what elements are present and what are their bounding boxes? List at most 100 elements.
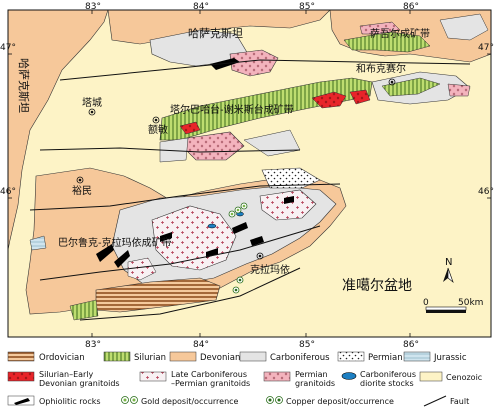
devonian-region-west: [7, 9, 109, 251]
granitoid-east: [447, 83, 471, 97]
legend-item-late-carboniferous-permian-granitoids: Late Carboniferous –Permian granitoids: [139, 370, 250, 388]
svg-text:Jurassic: Jurassic: [433, 353, 467, 363]
coord-left-47: 47°: [0, 43, 16, 53]
label-barluk-belt: 巴尔鲁克-克拉玛依成矿带: [58, 236, 172, 249]
silurian-south: [69, 299, 99, 321]
early-granitoid-2: [349, 89, 371, 105]
label-yumin: 裕民: [72, 184, 92, 197]
coord-top-85: 85°: [299, 2, 315, 12]
gold-deposit: [240, 202, 248, 210]
label-tarbahatai-belt: 塔尔巴哈台-谢米斯台成矿带: [170, 103, 294, 116]
svg-text:Devonian granitoids: Devonian granitoids: [39, 379, 120, 388]
north-arrow: N: [443, 257, 454, 284]
legend-item-permian-granitoids: Permian granitoids: [263, 370, 335, 388]
svg-text:Ordovician: Ordovician: [39, 353, 85, 363]
coord-bottom-86: 86°: [403, 340, 419, 350]
svg-text:granitoids: granitoids: [295, 379, 335, 388]
late-carb-granitoid-3: [127, 257, 157, 281]
legend-item-ordovician: Ordovician: [7, 351, 85, 363]
copper-deposit: [236, 276, 244, 284]
scale-bar: 0 50km: [423, 298, 483, 313]
gold-deposit: [228, 210, 236, 218]
silurian-east: [381, 77, 441, 97]
coord-top-86: 86°: [403, 2, 419, 12]
label-kazakhstan-left: 哈萨克斯坦: [17, 58, 31, 113]
coord-right-46: 46°: [478, 187, 494, 197]
legend-item-silurian: Silurian: [103, 351, 166, 363]
legend-item-devonian: Devonian: [169, 351, 240, 363]
legend-item-cenozoic: Cenozoic: [419, 371, 482, 382]
label-emin: 额敏: [148, 123, 168, 136]
legend-item-fault: Fault: [423, 395, 469, 407]
scale-start: 0: [423, 298, 429, 308]
svg-text:Devonian: Devonian: [200, 353, 240, 363]
coord-left-46: 46°: [0, 187, 16, 197]
silurian-tarbahatai: [159, 77, 373, 141]
label-karamay: 克拉玛依: [250, 263, 290, 276]
devonian-region-north: [107, 9, 331, 45]
city-markers: [76, 78, 396, 260]
silurian-saur: [343, 31, 431, 53]
gold-deposit: [234, 206, 242, 214]
svg-text:Silurian–Early: Silurian–Early: [39, 370, 94, 379]
city-marker-emin: [152, 116, 160, 124]
city-marker-tacheng: [88, 108, 96, 116]
late-carb-granitoid-2: [259, 189, 317, 221]
legend: Ordovician Silurian Devonian Carbonifero…: [7, 351, 482, 407]
legend-item-permian: Permian: [337, 351, 403, 363]
copper-deposit: [232, 286, 240, 294]
gold-deposits: [228, 202, 248, 218]
coord-bottom-84: 84°: [193, 340, 209, 350]
legend-item-ophiolitic-rocks: Ophiolitic rocks: [7, 395, 101, 406]
early-granitoid-3: [179, 121, 201, 135]
legend-item-carboniferous: Carboniferous: [239, 351, 330, 363]
svg-text:–Permian granitoids: –Permian granitoids: [171, 379, 250, 388]
svg-text:Permian: Permian: [295, 370, 328, 379]
city-marker-karamay: [256, 252, 264, 260]
graticule-ticks: [8, 10, 491, 337]
scale-end: 50km: [458, 298, 483, 308]
place-labels: 哈萨克斯坦 萨吾尔成矿带 和布克赛尔 塔城 额敏 塔尔巴哈台-谢米斯台成矿带 裕…: [17, 26, 430, 294]
coord-top-83: 83°: [85, 2, 101, 12]
label-tacheng: 塔城: [82, 96, 102, 109]
label-junggar: 准噶尔盆地: [342, 278, 412, 294]
coordinates: 83° 84° 85° 86° 83° 84° 85° 86° 47° 46° …: [0, 2, 494, 350]
svg-text:Silurian: Silurian: [134, 353, 166, 363]
svg-text:Cenozoic: Cenozoic: [446, 373, 482, 382]
svg-text:Ophiolitic rocks: Ophiolitic rocks: [39, 397, 101, 406]
svg-text:Carboniferous: Carboniferous: [360, 370, 416, 379]
svg-text:Carboniferous: Carboniferous: [270, 353, 330, 363]
legend-item-carboniferous-diorite-stocks: Carboniferous diorite stocks: [341, 370, 416, 388]
city-marker-hoboksar: [388, 78, 396, 86]
diorite-stock-1: [207, 223, 217, 229]
svg-text:Gold deposit/occurrence: Gold deposit/occurrence: [141, 397, 239, 406]
coord-bottom-83: 83°: [85, 340, 101, 350]
coord-right-47: 47°: [478, 43, 494, 53]
jurassic-patch: [29, 235, 47, 251]
permian-granitoid-north: [229, 49, 279, 77]
svg-text:Fault: Fault: [450, 397, 469, 406]
legend-item-copper-deposit: Copper deposit/occurrence: [266, 396, 394, 406]
svg-text:Late Carboniferous: Late Carboniferous: [171, 370, 247, 379]
ordovician-south: [95, 277, 221, 313]
fault-lines: [29, 59, 471, 321]
map-area: N 0 50km: [7, 9, 492, 338]
svg-text:diorite stocks: diorite stocks: [360, 379, 414, 388]
copper-deposits: [232, 276, 244, 294]
label-hoboksar: 和布克赛尔: [356, 62, 406, 75]
permian-strata: [261, 167, 321, 189]
north-label: N: [445, 257, 452, 268]
legend-item-gold-deposit: Gold deposit/occurrence: [121, 396, 239, 406]
label-saur-belt: 萨吾尔成矿带: [370, 27, 430, 40]
coord-bottom-85: 85°: [299, 340, 315, 350]
city-marker-yumin: [76, 176, 84, 184]
carb-saur: [439, 13, 489, 41]
carb-center-small: [159, 137, 189, 163]
svg-text:Copper deposit/occurrence: Copper deposit/occurrence: [286, 397, 394, 406]
legend-item-jurassic: Jurassic: [403, 351, 467, 363]
legend-item-silurian-early-devonian-granitoids: Silurian–Early Devonian granitoids: [7, 370, 120, 388]
coord-top-84: 84°: [193, 2, 209, 12]
label-kazakhstan-top: 哈萨克斯坦: [188, 26, 243, 40]
svg-text:Permian: Permian: [368, 353, 403, 363]
